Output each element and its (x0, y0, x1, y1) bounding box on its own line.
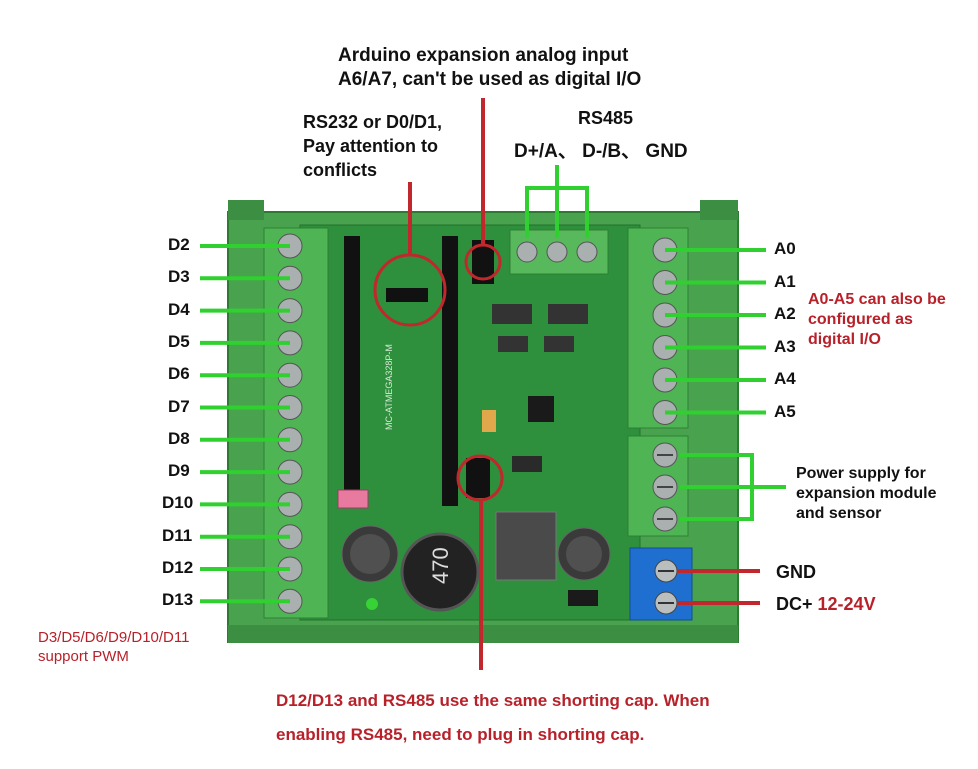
power-supply-line-2: expansion module (796, 485, 937, 502)
power-terminal-block (627, 435, 689, 537)
pin-label-d9: D9 (168, 461, 190, 481)
analog-digital-line-3: digital I/O (808, 331, 881, 348)
pin-label-a5: A5 (774, 401, 796, 421)
pin-label-a2: A2 (774, 304, 796, 323)
dc-label: DC+ 12-24V (776, 594, 876, 615)
pin-label-d7: D7 (168, 396, 190, 416)
dc-prefix: DC+ (776, 594, 813, 614)
rs232-line-2: Pay attention to (303, 136, 439, 156)
pin-label-d3: D3 (168, 267, 190, 287)
rs232-note: RS232 or D0/D1, Pay attention to conflic… (303, 110, 442, 182)
pin-label-a3: A3 (774, 336, 796, 356)
header-right (442, 236, 458, 506)
a6a7-header-highlight (464, 243, 502, 281)
header-left (344, 236, 360, 506)
analog-input-note: Arduino expansion analog input A6/A7, ca… (338, 44, 641, 92)
pin-label-d11: D11 (162, 525, 193, 545)
pin-label-d4: D4 (168, 299, 190, 319)
analog-digital-note: A0-A5 can also be configured as digital … (808, 290, 946, 350)
analog-input-line-2: A6/A7, can't be used as digital I/O (338, 69, 642, 90)
pin-label-d8: D8 (168, 428, 190, 448)
power-supply-line-3: and sensor (796, 505, 882, 522)
power-supply-note: Power supply for expansion module and se… (796, 464, 936, 524)
shorting-cap-line-1: D12/D13 and RS485 use the same shorting … (276, 691, 710, 710)
regulator (495, 511, 557, 581)
right-terminal-block (627, 227, 689, 429)
gnd-label: GND (776, 562, 816, 582)
rs485-pins: D+/A、 D-/B、 GND (514, 141, 688, 162)
pink-jumper (337, 489, 369, 509)
rs232-line-3: conflicts (303, 160, 378, 180)
pin-label-d2: D2 (168, 235, 190, 254)
analog-input-line-1: Arduino expansion analog input (338, 45, 629, 66)
pin-label-d5: D5 (168, 331, 190, 351)
pin-label-d12: D12 (162, 558, 194, 577)
pin-label-a1: A1 (774, 271, 796, 291)
shorting-cap-line-2: enabling RS485, need to plug in shorting… (276, 725, 645, 744)
rs485-title: RS485 (578, 108, 634, 128)
pin-label-d13: D13 (162, 590, 194, 610)
pin-label-d6: D6 (168, 364, 190, 384)
pwm-line-1: D3/D5/D6/D9/D10/D11 (38, 629, 190, 646)
pwm-note: D3/D5/D6/D9/D10/D11 support PWM (38, 628, 189, 666)
dc-voltage: 12-24V (817, 594, 876, 614)
analog-digital-line-2: configured as (808, 311, 913, 328)
power-supply-line-1: Power supply for (796, 465, 926, 482)
pin-label-a4: A4 (774, 369, 796, 388)
inductor-label: 470 (428, 547, 453, 584)
left-terminal-block (263, 227, 329, 619)
rs232-line-1: RS232 or D0/D1, (303, 112, 443, 132)
dc-input-terminal (629, 547, 693, 621)
pwm-line-2: support PWM (38, 648, 129, 665)
pin-label-a0: A0 (774, 239, 796, 258)
analog-digital-line-1: A0-A5 can also be (808, 291, 946, 308)
pin-label-d10: D10 (162, 493, 194, 513)
inductor (400, 532, 480, 612)
chip-label: MC-ATMEGA328P-M (384, 344, 394, 430)
shorting-cap-note: D12/D13 and RS485 use the same shorting … (276, 684, 710, 752)
